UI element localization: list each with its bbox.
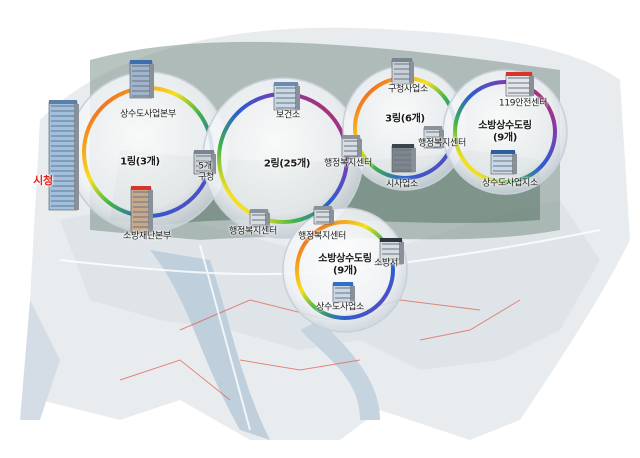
water-office-building-icon xyxy=(490,150,520,180)
admin-center-label: 행정복지센터 xyxy=(418,138,466,149)
ring-5-subtitle: (9개) xyxy=(332,265,358,277)
ring-5-title: 소방상수도링 xyxy=(318,253,372,265)
fire-hq-label: 소방재난본부 xyxy=(123,231,171,242)
ring-3-title: 3링(6개) xyxy=(385,113,425,125)
water-office-label: 상수도사업지소 xyxy=(482,178,538,189)
water-sub-office-building-icon xyxy=(332,282,358,308)
district-office-count: 5개 xyxy=(198,161,212,172)
ring-1-title: 1링(3개) xyxy=(120,156,160,168)
admin-center-building-icon xyxy=(313,206,337,230)
admin-center-building-icon xyxy=(249,209,273,233)
city-office-building-icon xyxy=(391,144,419,178)
health-center-label: 보건소 xyxy=(276,110,300,121)
admin-center-building-icon xyxy=(423,126,447,154)
district-office-building-icon xyxy=(193,150,219,180)
fire-hq-building-icon xyxy=(130,186,156,238)
fire-center-label: 119안전센터 xyxy=(498,98,548,109)
water-hq-label: 상수도사업본부 xyxy=(120,109,176,120)
district-sub-office-label: 구청사업소 xyxy=(388,84,428,95)
ring-4-title: 소방상수도링 xyxy=(478,120,532,132)
ring-loop xyxy=(453,80,557,184)
ring-2-title: 2링(25개) xyxy=(263,158,311,170)
ring-loop xyxy=(295,220,395,320)
city-office-label: 시사업소 xyxy=(386,179,418,190)
district-office-label: 구청 xyxy=(198,172,214,183)
ring-bubble xyxy=(282,207,408,333)
fire-center-building-icon xyxy=(505,72,537,102)
city-hall-label: 시청 xyxy=(33,174,53,187)
district-sub-office-building-icon xyxy=(391,58,417,90)
admin-center-label: 행정복지센터 xyxy=(324,158,372,169)
water-sub-office-label: 상수도사업소 xyxy=(316,302,364,313)
health-center-building-icon xyxy=(273,82,303,116)
ring-4-subtitle: (9개) xyxy=(492,132,518,144)
fire-station-label: 소방서 xyxy=(374,258,398,269)
admin-center-building-icon xyxy=(341,135,365,163)
water-hq-building-icon xyxy=(129,60,157,104)
admin-center-label: 행정복지센터 xyxy=(229,226,277,237)
fire-station-building-icon xyxy=(379,238,407,270)
admin-center-label: 행정복지센터 xyxy=(298,231,346,242)
city-hall-building-icon xyxy=(48,100,82,216)
